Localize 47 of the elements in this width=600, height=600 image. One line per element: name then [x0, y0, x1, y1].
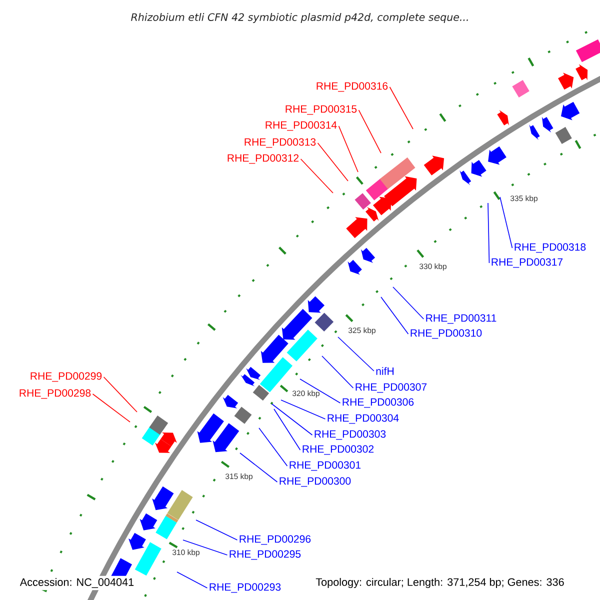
leader-line [317, 142, 348, 182]
gene-label: RHE_PD00303 [314, 430, 386, 440]
leader-line [338, 126, 358, 172]
gene-label: RHE_PD00296 [240, 535, 311, 545]
gene-label: RHE_PD00315 [286, 105, 357, 115]
leader-line [176, 572, 208, 588]
gene-label: RHE_PD00298 [20, 389, 91, 399]
leader-line [196, 520, 238, 540]
gene-label: RHE_PD00295 [230, 550, 301, 560]
gene-label: RHE_PD00311 [426, 314, 496, 324]
gene-label: RHE_PD00299 [30, 372, 102, 382]
gene-label: RHE_PD00301 [290, 461, 361, 471]
gene-label: RHE_PD00302 [302, 445, 374, 455]
leader-line [380, 296, 409, 334]
leader-line [338, 336, 374, 372]
info-text: Topology: circular; Length: 371,254 bp; Genes: 336 [314, 576, 566, 590]
leader-line [488, 202, 490, 264]
leader-line [358, 110, 382, 154]
gene-label: RHE_PD00307 [356, 383, 427, 393]
leader-line [300, 158, 334, 194]
leader-line [92, 394, 130, 422]
gene-label: RHE_PD00317 [492, 258, 563, 268]
leader-line [258, 428, 288, 466]
gene-label: RHE_PD00312 [228, 154, 299, 164]
leader-line [392, 286, 424, 320]
gene-label: RHE_PD00310 [410, 329, 482, 339]
leader-line [182, 540, 228, 556]
title: Rhizobium etli CFN 42 symbiotic plasmid p42d, complete seque... [131, 13, 468, 23]
gene-label: RHE_PD00314 [266, 121, 337, 131]
leader-line [500, 196, 513, 248]
leader-line [103, 376, 138, 412]
leader-line [272, 404, 313, 436]
leader-line [322, 356, 354, 388]
leader-line [240, 452, 278, 482]
gene-label: RHE_PD00300 [280, 477, 351, 487]
leader-line [300, 378, 341, 404]
gene-label: RHE_PD00293 [210, 583, 281, 593]
gene-label: RHE_PD00304 [328, 414, 399, 424]
leader-line [274, 408, 301, 450]
gene-label: nifH [376, 367, 394, 375]
gene-label: RHE_PD00306 [342, 398, 414, 408]
info-text: Accession: NC_004041 [18, 576, 136, 590]
gene-label: RHE_PD00316 [316, 82, 388, 92]
gene-label: RHE_PD00318 [514, 243, 586, 253]
gene-label: RHE_PD00313 [244, 138, 316, 148]
leader-line [389, 86, 414, 130]
leader-line [280, 400, 326, 420]
